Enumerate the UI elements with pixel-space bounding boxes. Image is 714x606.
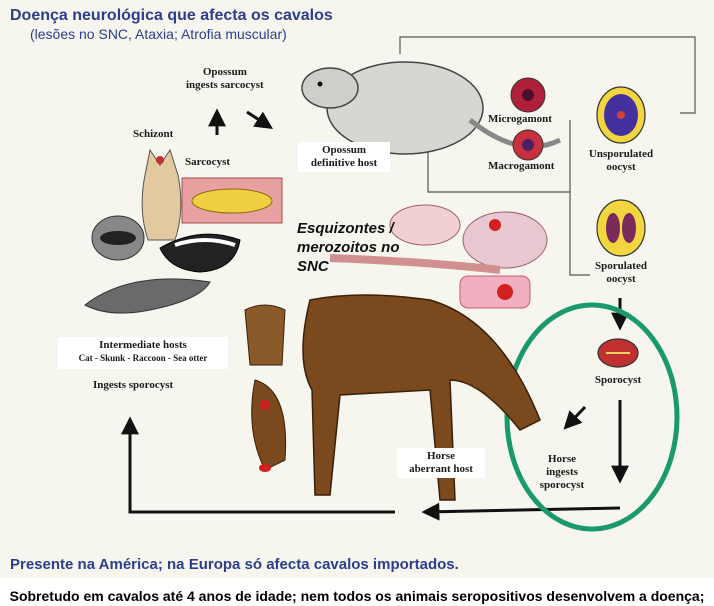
horse-ingests-label: Horse ingests sporocyst: [532, 453, 592, 492]
sporocyst-cell: [598, 339, 638, 367]
sarcocyst-label: Sarcocyst: [185, 156, 230, 168]
horse-aberrant-line-1: Horse: [397, 450, 485, 463]
intermediate-hosts-title: Intermediate hosts: [58, 339, 228, 352]
cns-annotation-line-2: merozoitos no: [297, 238, 427, 257]
horse-aberrant-host-label: Horse aberrant host: [397, 450, 485, 476]
unsporulated-oocyst-label: Unsporulated oocyst: [583, 148, 659, 174]
opossum-host-line-2: definitive host: [302, 157, 386, 170]
muscle-sarcocyst: [182, 178, 282, 223]
opossum-definitive-host-label: Opossum definitive host: [302, 144, 386, 170]
arrow-to-definitive-host: [247, 112, 270, 127]
page-subtitle: (lesões no SNC, Ataxia; Atrofia muscular…: [30, 26, 287, 42]
page-title: Doença neurológica que afecta os cavalos: [10, 7, 333, 25]
unsporulated-oocyst: [597, 87, 645, 143]
arrow-bottom-right: [425, 508, 620, 512]
intermediate-hosts-label: Intermediate hosts Cat - Skunk - Raccoon…: [58, 339, 228, 365]
horse-head-illustration: [252, 380, 286, 472]
sporulated-line-2: oocyst: [583, 273, 659, 286]
ingests-sporocyst-label: Ingests sporocyst: [93, 379, 173, 391]
unsporulated-line-2: oocyst: [583, 161, 659, 174]
arrow-to-horse-ingests: [566, 407, 585, 427]
horse-ingests-line-1: Horse: [532, 453, 592, 466]
horse-aberrant-line-2: aberrant host: [397, 463, 485, 476]
macrogamont-cell: [513, 130, 543, 160]
microgamont-cell: [511, 78, 545, 112]
cns-annotation: Esquizontes / merozoitos no SNC: [297, 219, 427, 276]
sporocyst-label: Sporocyst: [585, 374, 651, 386]
unsporulated-line-1: Unsporulated: [583, 148, 659, 161]
life-cycle-diagram: [0, 0, 714, 578]
opossum-ingests-line-1: Opossum: [186, 66, 264, 79]
cns-annotation-line-1: Esquizontes /: [297, 219, 427, 238]
sporulated-oocyst-label: Sporulated oocyst: [583, 260, 659, 286]
opossum-ingests-line-2: ingests sarcocyst: [186, 79, 264, 92]
horse-ingests-line-3: sporocyst: [532, 479, 592, 492]
schizont-label: Schizont: [133, 128, 173, 140]
sporulated-line-1: Sporulated: [583, 260, 659, 273]
distribution-note: Presente na América; na Europa só afecta…: [10, 556, 459, 573]
cat-illustration: [142, 150, 181, 240]
opossum-ingests-label: Opossum ingests sarcocyst: [186, 66, 264, 92]
raccoon-illustration: [92, 216, 144, 260]
cns-annotation-line-3: SNC: [297, 257, 427, 276]
opossum-host-line-1: Opossum: [302, 144, 386, 157]
microgamont-label: Microgamont: [488, 113, 552, 125]
sporulated-oocyst: [597, 200, 645, 256]
horse-ingests-line-2: ingests: [532, 466, 592, 479]
macrogamont-label: Macrogamont: [488, 160, 554, 172]
sea-otter-illustration: [85, 279, 210, 313]
intermediate-hosts-list: Cat - Skunk - Raccoon - Sea otter: [58, 352, 228, 365]
age-note: Sobretudo em cavalos até 4 anos de idade…: [0, 588, 714, 604]
horse-rear-illustration: [245, 305, 285, 365]
